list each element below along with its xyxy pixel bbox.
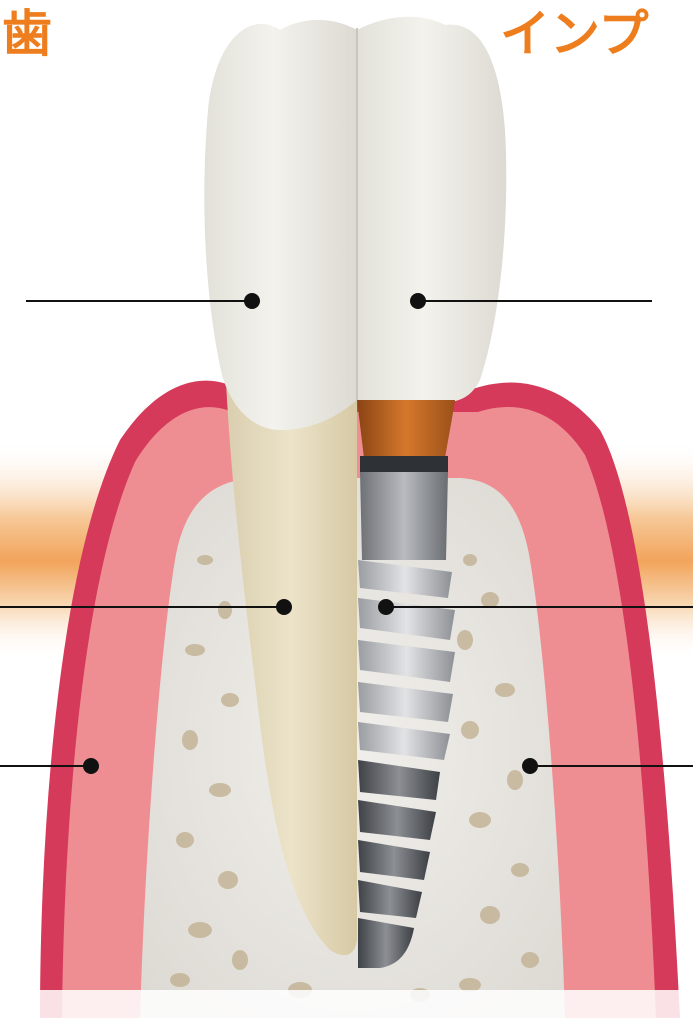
- bottom-fade: [0, 990, 693, 1018]
- implant-platform: [360, 472, 448, 560]
- pointer-gum: [83, 758, 99, 774]
- pointer-natural-crown: [244, 293, 260, 309]
- implant-abutment: [357, 400, 455, 458]
- implant-crown: [357, 17, 506, 402]
- natural-crown: [204, 20, 357, 430]
- pointer-natural-root: [276, 599, 292, 615]
- pointer-implant-crown: [410, 293, 426, 309]
- pointer-implant-fixture: [378, 599, 394, 615]
- pointer-bone: [522, 758, 538, 774]
- implant-collar: [360, 456, 448, 472]
